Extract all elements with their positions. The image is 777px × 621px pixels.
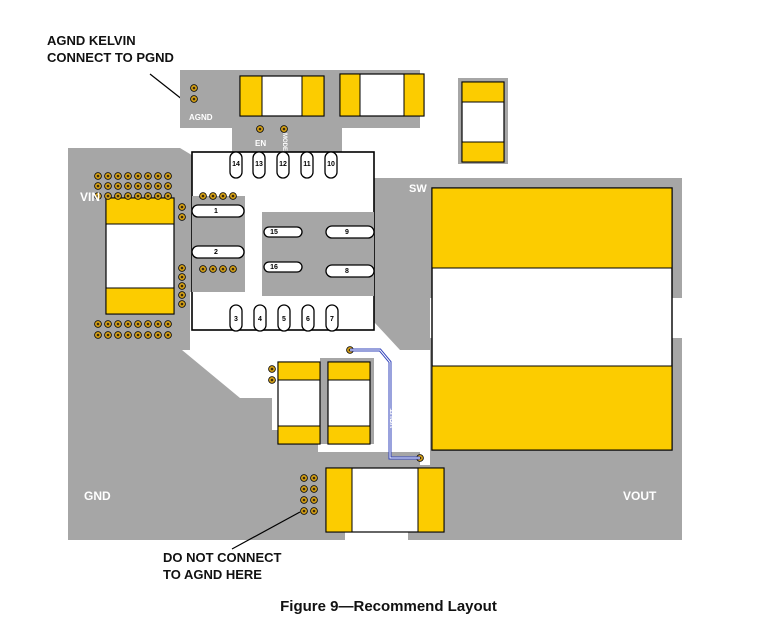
- pin-16: 16: [263, 261, 303, 273]
- pin-14: 14: [229, 151, 243, 179]
- pin-number: 11: [303, 161, 311, 168]
- do-not-connect-callout: DO NOT CONNECT TO AGND HERE: [163, 549, 281, 583]
- en-label: EN: [255, 139, 266, 148]
- top-right-capacitor: [339, 73, 425, 117]
- bootstrap-capacitor: [461, 81, 505, 163]
- pin-2: 2: [191, 245, 245, 259]
- vout-pin-label: VOUT: [342, 338, 364, 347]
- agnd-kelvin-callout: AGND KELVIN CONNECT TO PGND: [47, 32, 174, 66]
- bulk-output-capacitor: [325, 467, 445, 533]
- pin-12: 12: [276, 151, 290, 179]
- pin-5: 5: [277, 304, 291, 332]
- pin-number: 3: [234, 316, 238, 323]
- vout-trace-label: VOUT: [390, 408, 397, 428]
- pin-11: 11: [300, 151, 314, 179]
- pin-number: 13: [255, 161, 263, 168]
- figure-caption: Figure 9—Recommend Layout: [280, 598, 497, 615]
- input-capacitor: [105, 197, 175, 315]
- pin-6: 6: [301, 304, 315, 332]
- vin-label: VIN: [80, 190, 100, 204]
- pin-8: 8: [325, 264, 375, 278]
- agnd-label: AGND: [189, 113, 213, 122]
- pin-1: 1: [191, 204, 245, 218]
- pin-number: 9: [345, 229, 349, 236]
- pin-number: 8: [345, 268, 349, 275]
- gnd-label: GND: [84, 489, 111, 503]
- sw-label: SW: [409, 183, 427, 195]
- pin-4: 4: [253, 304, 267, 332]
- pin-number: 6: [306, 316, 310, 323]
- ic-internal-copper: [262, 212, 374, 296]
- callout-line-2: CONNECT TO PGND: [47, 50, 174, 65]
- clk-label: CLK: [276, 338, 290, 345]
- pg-label: PG: [254, 338, 265, 345]
- ldo-label: LDO: [299, 338, 314, 345]
- top-left-capacitor: [239, 75, 325, 117]
- pin-number: 2: [214, 249, 218, 256]
- pin-number: 16: [270, 264, 278, 271]
- agnd-callout-leader: [149, 73, 184, 101]
- pin-15: 15: [263, 226, 303, 238]
- callout-line-1: AGND KELVIN: [47, 33, 136, 48]
- pin-9: 9: [325, 225, 375, 239]
- callout-line-1: DO NOT CONNECT: [163, 550, 282, 565]
- pin-number: 5: [282, 316, 286, 323]
- agnd-to-top-pads-strip: [232, 118, 342, 154]
- inductor: [431, 187, 673, 451]
- pin-13: 13: [252, 151, 266, 179]
- pin-10: 10: [324, 151, 338, 179]
- vout-sense-trace-inner: [350, 349, 420, 459]
- output-capacitor-2: [327, 361, 371, 445]
- output-capacitor-1: [277, 361, 321, 445]
- pin-number: 12: [279, 161, 287, 168]
- pin-number: 15: [270, 229, 278, 236]
- pin-number: 4: [258, 316, 262, 323]
- mode-label: MODE: [281, 133, 287, 151]
- pin-number: 7: [330, 316, 334, 323]
- do-not-connect-leader: [231, 511, 301, 550]
- pin-number: 10: [327, 161, 335, 168]
- pin-3: 3: [229, 304, 243, 332]
- pin-7: 7: [325, 304, 339, 332]
- pin-number: 1: [214, 208, 218, 215]
- callout-line-2: TO AGND HERE: [163, 567, 262, 582]
- vout-label: VOUT: [623, 489, 657, 503]
- pin-number: 14: [232, 161, 240, 168]
